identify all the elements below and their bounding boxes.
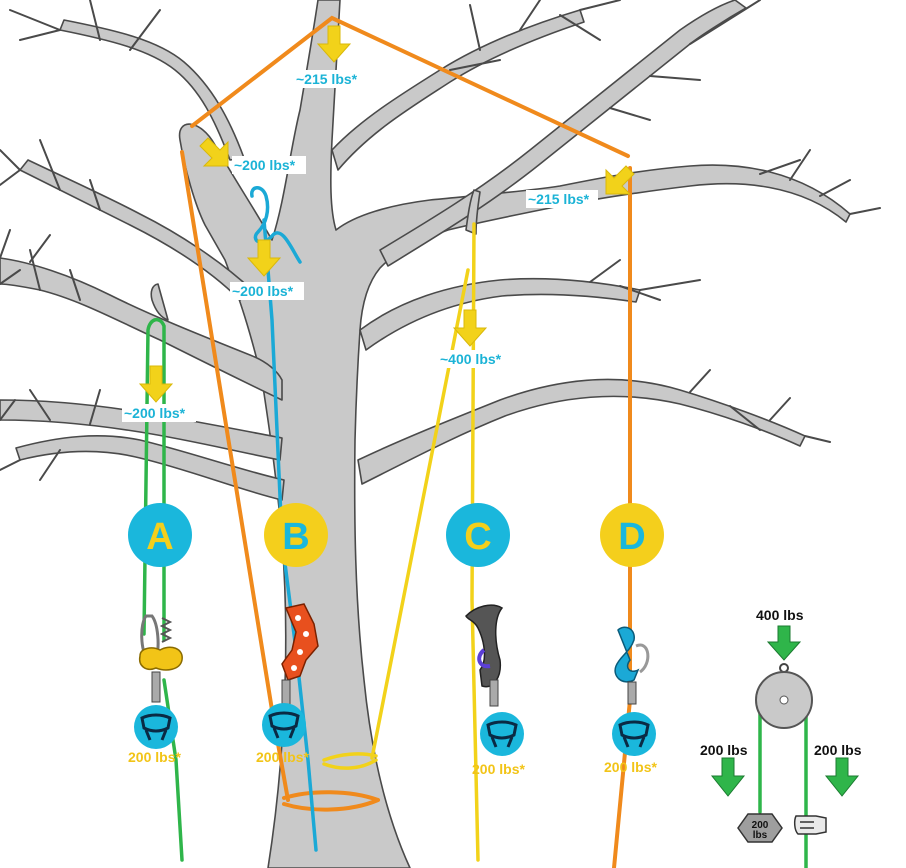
weight-label-b: 200 lbs* bbox=[256, 749, 309, 765]
rope-grab-icon bbox=[138, 646, 183, 671]
arrow-down-icon bbox=[824, 757, 860, 797]
system-a: A bbox=[128, 503, 192, 567]
arrow-down-icon bbox=[452, 309, 488, 347]
arrow-down-left-icon bbox=[605, 165, 635, 195]
pulley-right-load: 200 lbs bbox=[814, 742, 862, 758]
weight-text-2: lbs bbox=[753, 830, 768, 841]
system-letter-d: D bbox=[618, 516, 645, 558]
load-label-hitch: ~200 lbs* bbox=[232, 283, 294, 299]
descender-icon bbox=[614, 626, 640, 683]
harness-icon bbox=[140, 713, 172, 741]
pulley-rope bbox=[758, 698, 808, 868]
blue-rope bbox=[250, 186, 318, 852]
arrow-down-icon bbox=[138, 365, 174, 403]
tree-twigs bbox=[0, 0, 881, 481]
device-a bbox=[138, 614, 183, 703]
arrow-down-icon bbox=[766, 625, 802, 661]
load-labels: ~215 lbs* ~200 lbs* ~200 lbs* ~215 lbs* … bbox=[122, 70, 598, 422]
weight-label-c: 200 lbs* bbox=[472, 761, 525, 777]
harness-icon bbox=[486, 720, 518, 748]
arrow-down-icon bbox=[710, 757, 746, 797]
yellow-arrows bbox=[138, 25, 635, 403]
system-letter-a: A bbox=[146, 516, 173, 558]
system-letter-b: B bbox=[282, 516, 309, 558]
harness-icon bbox=[268, 711, 300, 739]
device-d bbox=[614, 626, 650, 705]
tree bbox=[0, 0, 851, 868]
weight-label-a: 200 lbs* bbox=[128, 749, 181, 765]
load-label-top: ~215 lbs* bbox=[296, 71, 358, 87]
weight-text-1: 200 bbox=[752, 820, 769, 831]
green-rope bbox=[142, 317, 184, 862]
spring-icon bbox=[159, 617, 173, 643]
system-c: C bbox=[446, 503, 510, 567]
load-label-small-branch: ~200 lbs* bbox=[124, 405, 186, 421]
system-letter-c: C bbox=[464, 516, 491, 558]
harness-icon bbox=[618, 720, 650, 748]
harness-b bbox=[262, 703, 306, 747]
arrow-down-icon bbox=[246, 239, 282, 277]
system-b: B bbox=[264, 503, 328, 567]
rope-wrench-icon bbox=[281, 603, 319, 681]
load-label-center: ~400 lbs* bbox=[440, 351, 502, 367]
load-label-left-branch: ~200 lbs* bbox=[234, 157, 296, 173]
hand-icon bbox=[793, 815, 827, 835]
device-c bbox=[465, 604, 504, 707]
harness-c bbox=[480, 712, 524, 756]
harness-d bbox=[612, 712, 656, 756]
pulley-diagram: 400 lbs 200 lbs 200 lbs 200 lbs bbox=[700, 607, 862, 843]
load-label-right-branch: ~215 lbs* bbox=[528, 191, 590, 207]
weight-label-d: 200 lbs* bbox=[604, 759, 657, 775]
carabiner-icon bbox=[635, 643, 650, 674]
arrow-down-icon bbox=[316, 25, 352, 63]
pulley-top-load: 400 lbs bbox=[756, 607, 804, 623]
weight-icon bbox=[737, 813, 783, 843]
pulley-left-load: 200 lbs bbox=[700, 742, 748, 758]
system-d: D bbox=[600, 503, 664, 567]
arrow-down-right-icon bbox=[199, 137, 229, 167]
harness-a bbox=[134, 705, 178, 749]
